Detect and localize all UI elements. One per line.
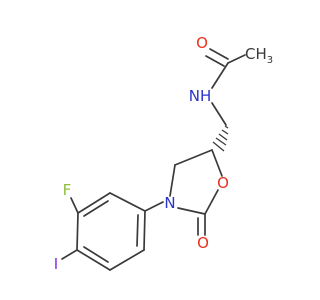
benzene-bond-1 xyxy=(109,192,146,212)
ring-c4-n3-bond xyxy=(169,164,176,197)
benzene-bond-2 xyxy=(77,192,111,214)
benzene-bond-6 xyxy=(143,210,146,251)
nitrogen-aryl-bond xyxy=(144,201,164,212)
benzene-bond-4 xyxy=(76,249,111,271)
molecule-structure: O CH3 NH O N O F I xyxy=(54,34,273,273)
ring-n3-c2-bond xyxy=(177,207,206,215)
methyl-label: CH3 xyxy=(245,45,273,66)
acetyl-oxygen-label: O xyxy=(196,34,208,52)
carbon-fluorine-bond xyxy=(70,197,79,214)
acetyl-methyl-bond xyxy=(227,54,246,64)
acetyl-carbonyl-bond-a xyxy=(209,48,229,60)
nitrogen-methylene-bond xyxy=(211,102,227,126)
amide-nitrogen-label: NH xyxy=(189,87,212,105)
benzene-bond-5 xyxy=(109,249,145,271)
iodine-label: I xyxy=(54,255,58,273)
benzene-bond-3 xyxy=(76,212,79,251)
ring-c5-o1-bond xyxy=(211,149,223,177)
ring-c2-o1-bond xyxy=(204,189,219,215)
bonds xyxy=(61,48,246,271)
carbon-iodine-bond xyxy=(61,249,78,260)
stereo-hashed-wedge xyxy=(212,125,229,152)
ring-nitrogen-label: N xyxy=(164,194,175,212)
ring-c5-c4-bond xyxy=(174,149,213,166)
benzene-inner-bond-3 xyxy=(136,214,139,247)
acetyl-nitrogen-bond xyxy=(211,62,229,89)
benzene-inner-bond-1 xyxy=(83,200,109,217)
methyl-text: CH xyxy=(245,45,267,63)
carbonyl-oxygen-label: O xyxy=(197,234,209,252)
ring-oxygen-label: O xyxy=(217,174,229,192)
acetyl-carbonyl-bond-b xyxy=(205,55,225,67)
benzene-inner-bond-2 xyxy=(83,246,109,263)
atom-labels: O CH3 NH O N O F I xyxy=(54,34,273,273)
methyl-subscript: 3 xyxy=(267,55,273,66)
fluorine-label: F xyxy=(63,181,72,199)
